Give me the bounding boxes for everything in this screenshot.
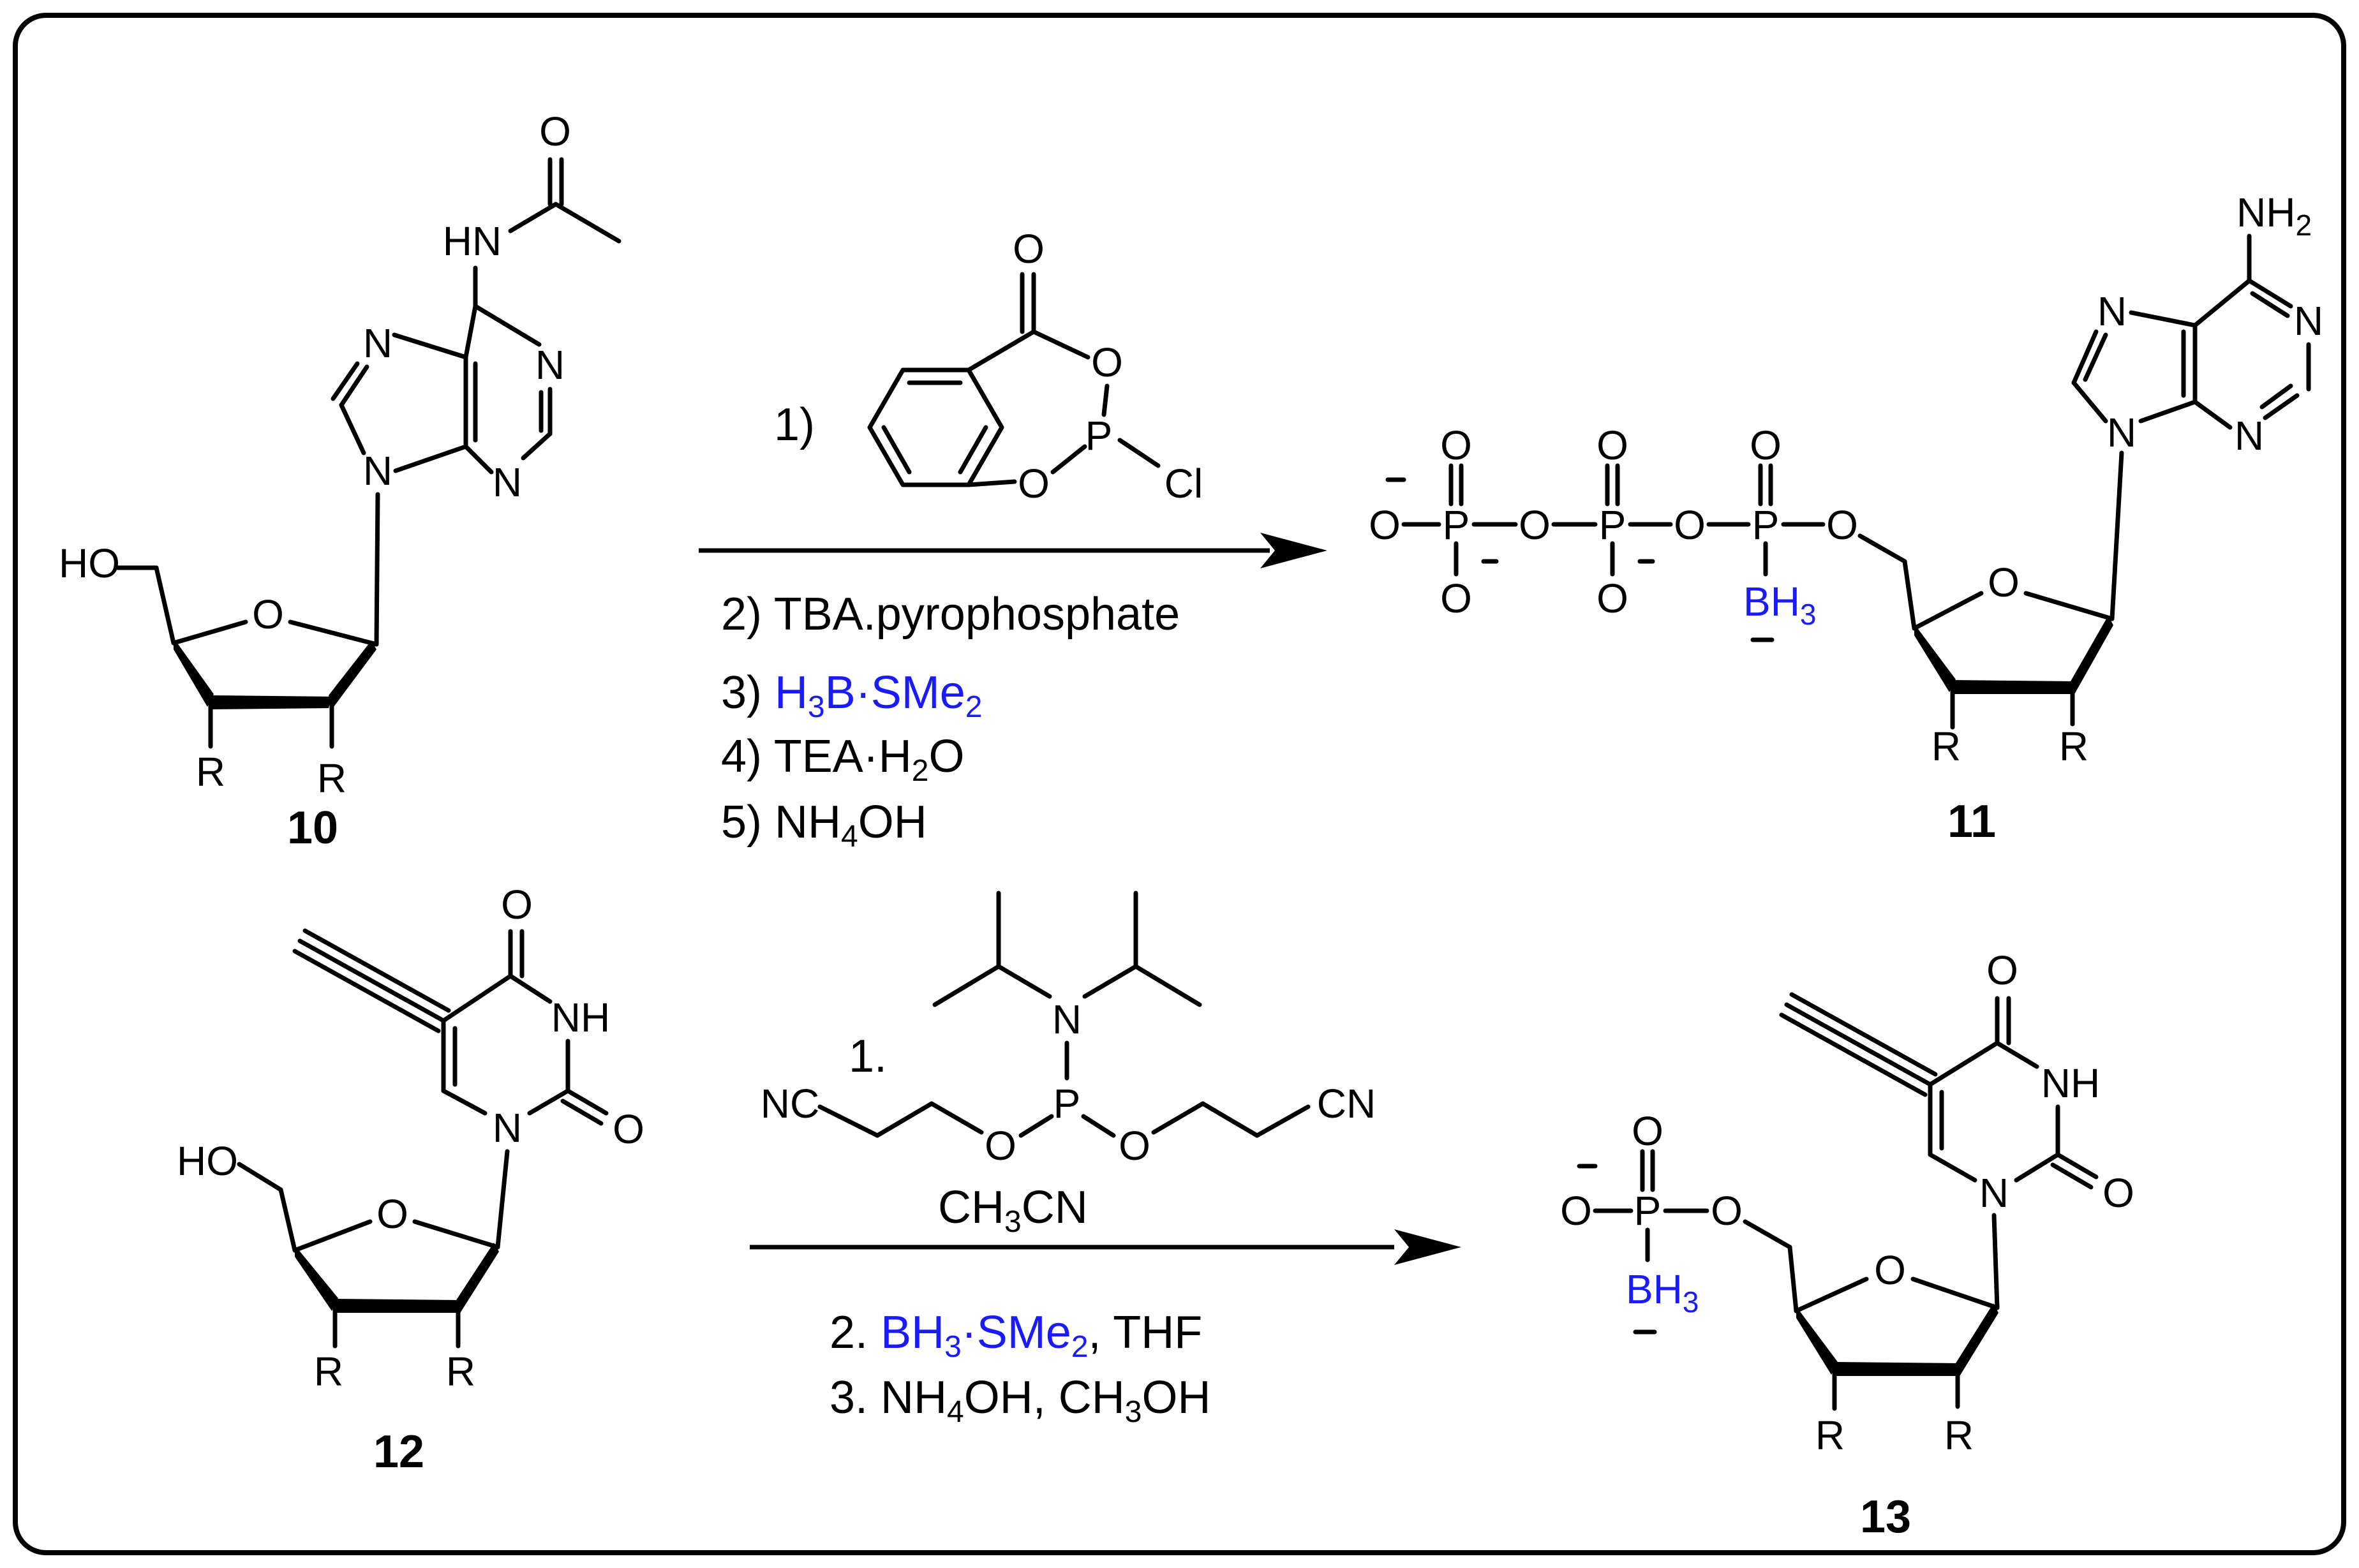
step-label: 1. [849, 1031, 887, 1082]
atom-label: O [1440, 575, 1472, 621]
atom-label: HO [59, 540, 120, 586]
reagent-2: N P O O NC 1. CN CH3CN 2. BH3·SMe2, THF … [750, 891, 1461, 1429]
atom-label: P [1752, 502, 1780, 548]
atom-label: R [1815, 1412, 1845, 1458]
compound-number: 12 [373, 1426, 424, 1477]
atom-label: O [539, 108, 571, 154]
step-label: 1) [774, 399, 815, 450]
atom-label: R [1944, 1412, 1974, 1458]
compound-number: 11 [1947, 796, 1996, 847]
scheme-border [13, 13, 2346, 1555]
atom-label: O [1369, 502, 1401, 548]
atom-label: O [1986, 947, 2018, 993]
atom-label: O [1091, 339, 1123, 385]
atom-label: N [1979, 1170, 2009, 1216]
atom-label: O [1711, 1188, 1743, 1234]
atom-label: O [376, 1191, 408, 1237]
atom-label: BH3 [1626, 1266, 1699, 1319]
atom-label: R [1931, 723, 1961, 769]
atom-label: N [363, 320, 392, 366]
step-3: 3. NH4OH, CH3OH [830, 1372, 1210, 1429]
atom-label: HN [443, 218, 502, 264]
atom-label: N [363, 448, 392, 494]
atom-label: BH3 [1743, 579, 1817, 631]
compound-13: O O P O BH3 O R R 13 N O [1560, 947, 2134, 1542]
atom-label: N [493, 459, 522, 505]
atom-label: O [2102, 1170, 2134, 1216]
step-4: 4) TEA·H2O [721, 731, 964, 788]
atom-label: O [1013, 226, 1045, 272]
atom-label: N [2235, 413, 2264, 459]
atom-label: N [2097, 288, 2127, 334]
step-2: 2) TBA.pyrophosphate [721, 589, 1180, 640]
atom-label: O [985, 1123, 1016, 1169]
atom-label: O [1750, 422, 1782, 468]
atom-label: NH [2041, 1060, 2100, 1106]
atom-label: Cl [1165, 461, 1203, 507]
reagent-1: 1) O O P Cl O 2) TBA.pyrophosphate 3) H3… [699, 226, 1327, 854]
atom-label: O [613, 1106, 644, 1152]
step-3: 3) H3B·SMe2 [721, 667, 982, 724]
atom-label: R [446, 1349, 475, 1394]
atom-label: O [1632, 1108, 1663, 1154]
compound-number: 13 [1860, 1491, 1911, 1542]
atom-label: N [493, 1105, 522, 1151]
atom-label: N [2107, 410, 2136, 455]
atom-label: O [1874, 1247, 1906, 1293]
atom-label: CN [1317, 1081, 1376, 1127]
atom-label: O [1596, 422, 1628, 468]
atom-label: O [1519, 502, 1551, 548]
atom-label: O [1440, 422, 1472, 468]
atom-label: O [1560, 1188, 1592, 1234]
atom-label: R [314, 1349, 343, 1394]
step-5: 5) NH4OH [721, 797, 927, 854]
compound-10: O HN N N N N HO O [59, 108, 621, 854]
atom-label: P [1634, 1188, 1662, 1234]
atom-label: R [317, 755, 346, 801]
atom-label: O [1596, 575, 1628, 621]
atom-label: P [1085, 413, 1113, 459]
atom-label: O [1674, 502, 1706, 548]
atom-label: P [1443, 502, 1470, 548]
compound-number: 10 [287, 802, 338, 854]
compound-11: O O O O P O P O P O O O BH3 [1369, 189, 2323, 847]
atom-label: NH [551, 995, 610, 1040]
atom-label: N [1052, 996, 1082, 1042]
step-2: 2. BH3·SMe2, THF [830, 1307, 1202, 1364]
atom-label: O [1826, 502, 1858, 548]
atom-label: P [1053, 1081, 1081, 1127]
atom-label: O [1018, 461, 1050, 507]
atom-label: O [501, 882, 533, 928]
atom-label: NH2 [2236, 189, 2312, 242]
atom-label: N [535, 342, 565, 388]
atom-label: R [2059, 723, 2088, 769]
atom-label: P [1599, 502, 1626, 548]
atom-label: O [1119, 1123, 1150, 1169]
atom-label: NC [761, 1081, 819, 1127]
atom-label: R [196, 749, 225, 795]
atom-label: HO [177, 1138, 238, 1184]
atom-label: N [2294, 298, 2323, 344]
atom-label: O [1988, 559, 2020, 605]
compound-12: O NH O N HO O R R 12 [177, 882, 644, 1477]
solvent-label: CH3CN [938, 1182, 1088, 1239]
atom-label: O [252, 591, 284, 637]
